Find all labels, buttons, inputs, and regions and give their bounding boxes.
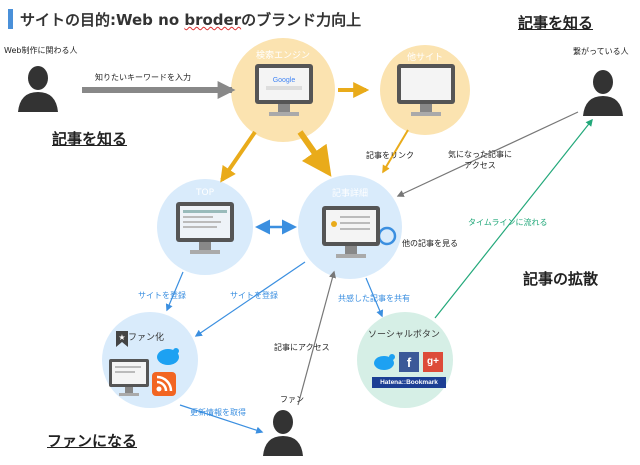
social-title: ソーシャルボタン xyxy=(368,330,440,340)
web-person-label: Web制作に関わる人 xyxy=(4,46,78,55)
top-to-fan-arrow xyxy=(165,271,184,312)
article-to-social-arrow xyxy=(365,277,384,318)
fan-monitor-icon xyxy=(108,358,150,398)
get-updates-label: 更新情報を取得 xyxy=(190,408,246,417)
other-to-article-arrow xyxy=(382,129,409,174)
timeline-label: タイムラインに流れる xyxy=(468,218,548,227)
fan-title: ファン化 xyxy=(128,333,165,343)
article-monitor-icon xyxy=(320,204,382,262)
share-article-label: 共感した記事を共有 xyxy=(338,294,410,303)
connected-access-arrow xyxy=(396,111,579,197)
heading-become-fan: ファンになる xyxy=(47,432,138,450)
heading-know-article-right: 記事を知る xyxy=(518,14,594,32)
search-monitor-icon: Google xyxy=(253,62,315,120)
fan-access-arrow xyxy=(297,270,336,406)
bookmark-star-icon: ★ xyxy=(115,330,129,352)
link-article-label: 記事をリンク xyxy=(366,151,414,160)
connected-person-label: 繋がっている人 xyxy=(573,47,629,56)
article-detail-title: 記事詳細 xyxy=(331,189,368,199)
register-site-label-2: サイトを登録 xyxy=(230,291,278,300)
facebook-icon: f xyxy=(399,352,419,372)
article-to-fan-arrow xyxy=(194,261,306,337)
twitter-icon xyxy=(155,345,181,371)
web-person-icon xyxy=(18,64,58,112)
top-monitor-icon xyxy=(174,200,236,258)
connected-person-icon xyxy=(583,68,623,116)
access-label: 気になった記事にアクセス xyxy=(448,150,512,170)
search-to-article-arrow xyxy=(297,130,332,177)
heading-know-article-left: 記事を知る xyxy=(52,130,128,148)
hatena-bookmark-icon: Hatena::Bookmark xyxy=(372,377,446,388)
other-site-monitor-icon xyxy=(395,62,457,120)
svg-text:Google: Google xyxy=(273,77,296,84)
rss-icon xyxy=(152,372,176,400)
page-title: サイトの目的:Web no broderのブランド力向上 xyxy=(20,11,362,29)
title-accent-bar xyxy=(8,9,13,29)
timeline-arrow xyxy=(434,118,593,319)
heading-spread: 記事の拡散 xyxy=(523,270,599,288)
top-title: TOP xyxy=(195,188,214,198)
fan-to-person-arrow xyxy=(179,404,264,434)
google-plus-icon: g+ xyxy=(423,352,443,372)
search-engine-title: 検索エンジン xyxy=(255,51,310,61)
other-site-title: 他サイト xyxy=(406,53,443,63)
social-twitter-icon xyxy=(372,352,396,376)
search-to-top-arrow xyxy=(220,130,257,183)
keyword-label: 知りたいキーワードを入力 xyxy=(95,73,191,82)
fan-person-icon xyxy=(263,408,303,456)
misspelled-word: broder xyxy=(184,11,242,29)
access-article-label: 記事にアクセス xyxy=(274,343,330,352)
other-articles-label: 他の記事を見る xyxy=(402,239,458,248)
svg-text:★: ★ xyxy=(118,333,125,342)
register-site-label-1: サイトを登録 xyxy=(138,291,186,300)
fan-person-label: ファン xyxy=(280,395,304,404)
